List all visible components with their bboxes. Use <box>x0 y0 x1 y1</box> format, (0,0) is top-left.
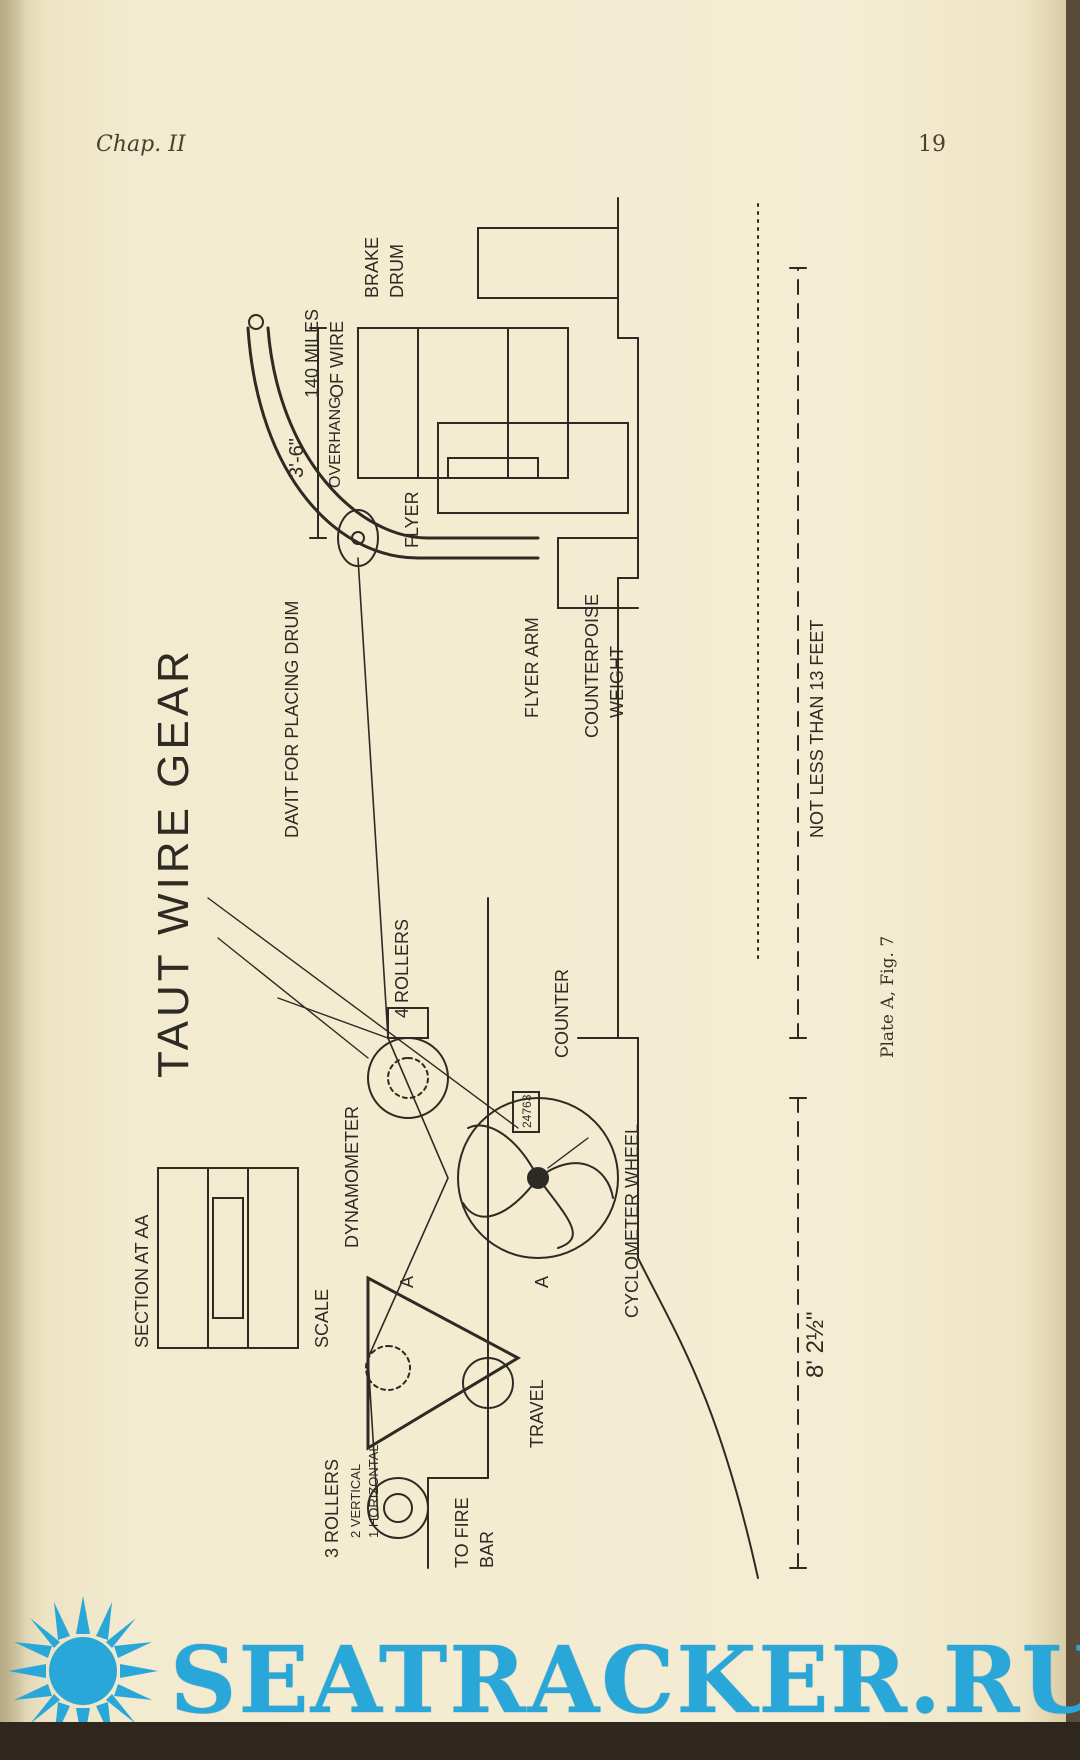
label-section-aa: SECTION AT AA <box>132 1215 152 1348</box>
label-cyclometer-wheel: CYCLOMETER WHEEL <box>622 1124 642 1318</box>
label-counter: COUNTER <box>552 969 572 1058</box>
label-travel: TRAVEL <box>527 1379 547 1448</box>
label-3-rollers: 3 ROLLERS <box>322 1459 342 1558</box>
taut-wire-gear-diagram: TAUT WIRE GEAR SECTION AT AA SCALE TRAVE… <box>132 197 898 1579</box>
label-overhang-dimension: 3'-6" <box>286 438 308 478</box>
label-flyer-arm: FLYER ARM <box>522 617 542 718</box>
plate-caption: Plate A, Fig. 7 <box>878 936 898 1058</box>
label-section-a-upper: A <box>397 1276 417 1288</box>
label-not-less-than-13-feet: NOT LESS THAN 13 FEET <box>807 620 827 838</box>
plate-figure: TAUT WIRE GEAR SECTION AT AA SCALE TRAVE… <box>118 178 938 1598</box>
spine-shadow <box>0 0 26 1760</box>
page-number: 19 <box>918 132 946 157</box>
label-bar: BAR <box>477 1531 497 1568</box>
diagram-title: TAUT WIRE GEAR <box>149 647 198 1078</box>
label-to-fire: TO FIRE <box>452 1497 472 1568</box>
label-scale: SCALE <box>312 1289 332 1348</box>
page-bottom-edge <box>0 1722 1080 1760</box>
label-140-miles: 140 MILES <box>302 309 322 398</box>
chapter-header: Chap. II <box>96 132 186 157</box>
label-davit: DAVIT FOR PLACING DRUM <box>282 601 302 838</box>
label-length-dimension: 8' 2½" <box>802 1312 829 1378</box>
label-dynamometer: DYNAMOMETER <box>342 1106 362 1248</box>
label-1-horizontal: 1 HORIZONTAL <box>366 1444 381 1538</box>
label-of-wire: OF WIRE <box>327 321 347 398</box>
label-weight: WEIGHT <box>607 646 627 718</box>
label-flyer: FLYER <box>402 491 422 548</box>
label-brake: BRAKE <box>362 237 382 298</box>
label-2-vertical: 2 VERTICAL <box>348 1464 363 1538</box>
label-section-a-lower: A <box>532 1276 552 1288</box>
label-overhang: OVERHANG <box>327 396 344 488</box>
label-counterpoise: COUNTERPOISE <box>582 594 602 738</box>
label-4-rollers: 4 ROLLERS <box>392 919 412 1018</box>
watermark-text: SEATRACKER.RU <box>170 1626 1080 1734</box>
sun-logo-icon <box>8 1596 158 1746</box>
counter-reading: 24763 <box>520 1094 534 1128</box>
label-drum: DRUM <box>387 244 407 298</box>
